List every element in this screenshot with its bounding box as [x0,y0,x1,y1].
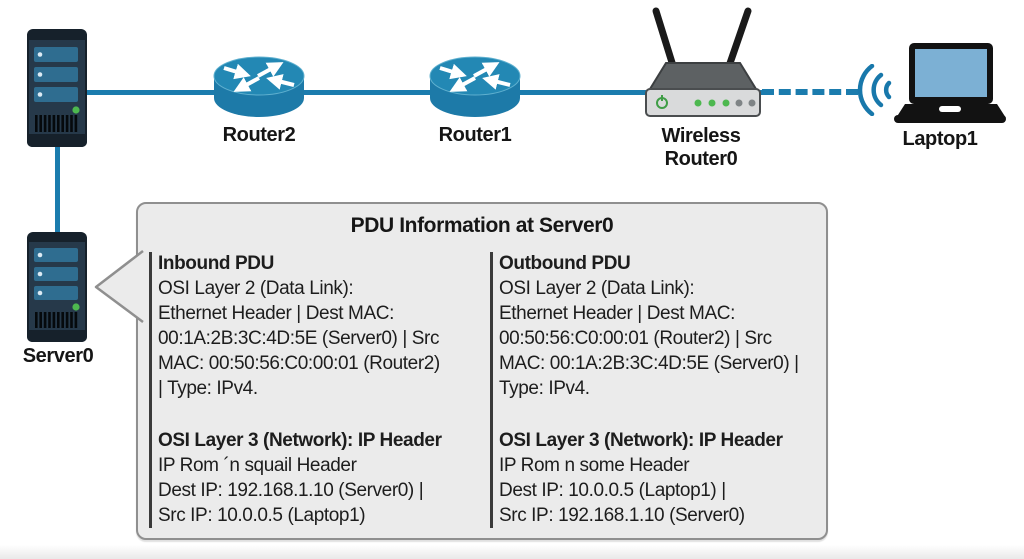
wifi-signal-icon [857,64,892,116]
pdu-line: | Type: IPv4. [158,378,258,399]
callout-tail [94,250,144,324]
server-icon[interactable] [26,28,88,148]
wireless-router0-icon[interactable] [640,5,766,120]
wired-link-vertical [55,142,60,237]
outbound-pdu-section: Outbound PDU OSI Layer 2 (Data Link): Et… [499,251,831,528]
pdu-line: 00:50:56:C0:00:01 (Router2) | Src [499,328,772,349]
wireless-link-dashed [762,89,858,95]
laptop1-icon[interactable] [893,42,1007,126]
inbound-layer3-heading: OSI Layer 3 (Network): IP Header [158,430,442,451]
server0-icon[interactable] [26,231,88,343]
router1-label: Router1 [438,124,512,146]
server0-label: Server0 [22,345,94,367]
pdu-line: Dest IP: 192.168.1.10 (Server0) | [158,480,424,501]
inbound-pdu-heading: Inbound PDU [158,253,274,274]
pdu-title: PDU Information at Server0 [350,214,614,237]
pdu-line: Src IP: 10.0.0.5 (Laptop1) [158,505,366,526]
router1-icon[interactable] [429,55,521,119]
pdu-line: Ethernet Header | Dest MAC: [499,303,735,324]
pdu-line: Dest IP: 10.0.0.5 (Laptop1) | [499,480,726,501]
pdu-line: 00:1A:2B:3C:4D:5E (Server0) | Src [158,328,440,349]
pdu-line: MAC: 00:1A:2B:3C:4D:5E (Server0) | [499,353,799,374]
outbound-divider [490,252,493,528]
pdu-line: Type: IPv4. [499,378,590,399]
pdu-line: IP Rom n some Header [499,455,690,476]
pdu-line: OSI Layer 2 (Data Link): [158,278,354,299]
wired-link-horizontal [84,90,762,95]
router2-icon[interactable] [213,55,305,119]
pdu-line: MAC: 00:50:56:C0:00:01 (Router2) [158,353,440,374]
pdu-line: IP Rom ´n squail Header [158,455,357,476]
pdu-callout: PDU Information at Server0 Inbound PDU O… [136,202,828,540]
pdu-line: OSI Layer 2 (Data Link): [499,278,695,299]
laptop1-label: Laptop1 [902,128,978,150]
outbound-layer3-heading: OSI Layer 3 (Network): IP Header [499,430,783,451]
inbound-pdu-section: Inbound PDU OSI Layer 2 (Data Link): Eth… [158,251,490,528]
power-icon [656,95,668,109]
pdu-line: Ethernet Header | Dest MAC: [158,303,394,324]
router2-label: Router2 [222,124,296,146]
pdu-line: Src IP: 192.168.1.10 (Server0) [499,505,745,526]
wireless-router0-label: Wireless Router0 [661,125,741,170]
outbound-pdu-heading: Outbound PDU [499,253,631,274]
inbound-divider [149,252,152,528]
